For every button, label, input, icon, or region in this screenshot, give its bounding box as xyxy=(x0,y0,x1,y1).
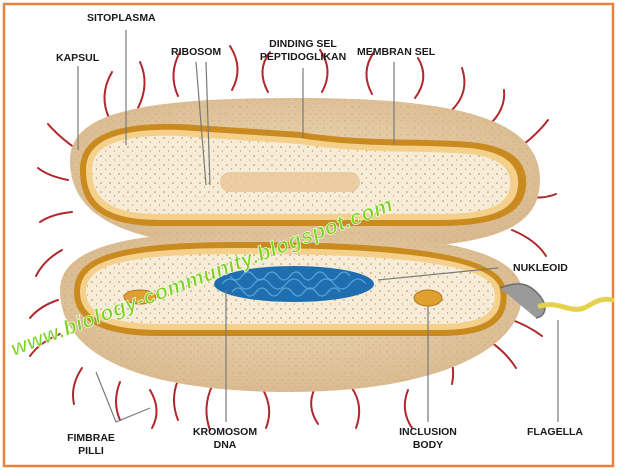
label-dinding-line1: DINDING SEL xyxy=(269,38,337,50)
dna-chromosome xyxy=(214,266,374,302)
label-inclusion-body: INCLUSION BODY xyxy=(385,426,471,452)
label-kromosom-line1: KROMOSOM xyxy=(192,426,258,438)
label-fimbrae-line1: FIMBRAE xyxy=(67,432,115,444)
label-ribosom: RIBOSOM xyxy=(171,46,222,58)
label-dinding-sel: DINDING SEL PEPTIDOGLIKAN xyxy=(248,38,358,64)
label-kromosom-line2: DNA xyxy=(213,439,237,451)
label-nukleoid: NUKLEOID xyxy=(513,262,568,274)
label-inclusion-line1: INCLUSION xyxy=(399,426,457,438)
label-kapsul: KAPSUL xyxy=(56,52,100,64)
label-flagella: FLAGELLA xyxy=(527,426,583,438)
upper-nucleoid-region xyxy=(220,172,360,192)
inclusion-body-left xyxy=(123,289,157,305)
flagellum xyxy=(499,283,615,319)
label-dinding-line2: PEPTIDOGLIKAN xyxy=(259,51,347,63)
label-sitoplasma: SITOPLASMA xyxy=(87,12,156,24)
lower-cell xyxy=(60,232,523,392)
label-kromosom: KROMOSOM DNA xyxy=(180,426,270,452)
upper-cell xyxy=(70,98,540,250)
label-inclusion-line2: BODY xyxy=(412,439,444,451)
label-fimbrae: FIMBRAE PILLI xyxy=(56,432,126,458)
leader-lines xyxy=(77,30,559,423)
label-membran-sel: MEMBRAN SEL xyxy=(357,46,436,58)
label-fimbrae-line2: PILLI xyxy=(78,445,104,457)
inclusion-body-right xyxy=(413,289,443,307)
